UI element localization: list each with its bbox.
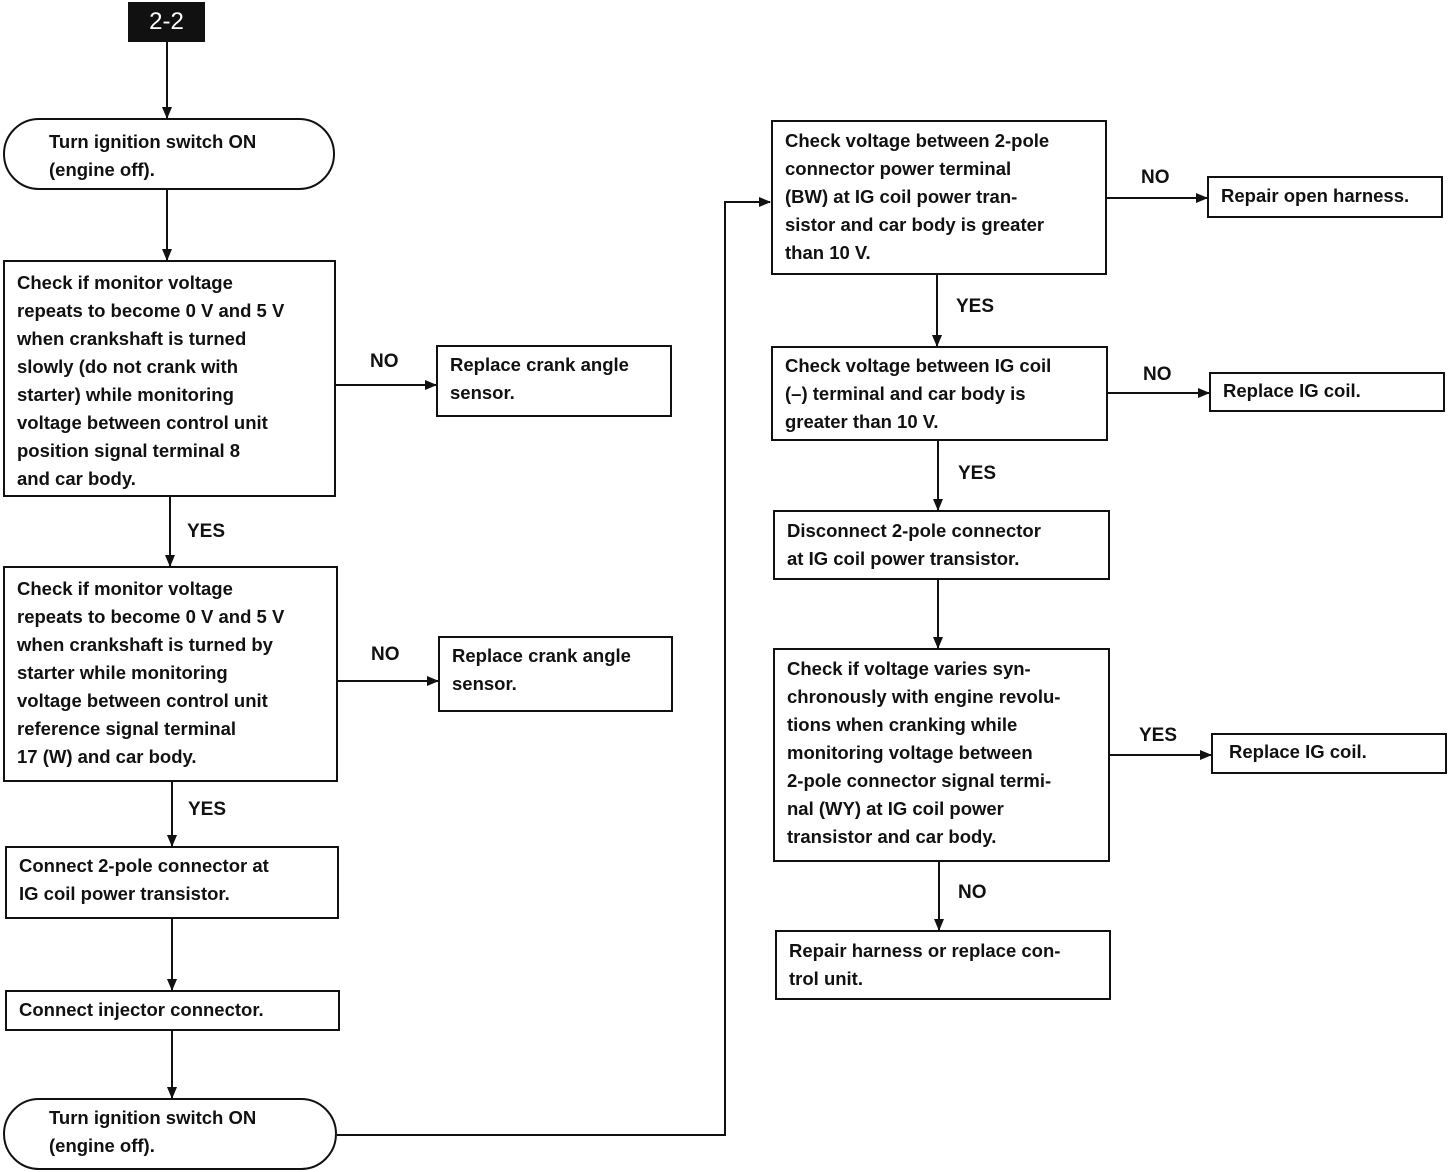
result-replace-ig-coil-1: Replace IG coil. — [1209, 372, 1445, 412]
step-check-monitor-voltage-slow: Check if monitor voltage repeats to beco… — [3, 260, 336, 497]
label-s3-yes: YES — [188, 799, 227, 820]
label-c4-no: NO — [958, 882, 987, 903]
label-s3-no: NO — [371, 644, 400, 665]
label-c4-yes: YES — [1139, 725, 1178, 746]
result-replace-ig-coil-2: Replace IG coil. — [1211, 733, 1447, 774]
label-s2-no: NO — [370, 351, 399, 372]
step-check-voltage-ig-coil-terminal: Check voltage between IG coil (–) termin… — [771, 346, 1108, 441]
step-turn-ignition-on-1: Turn ignition switch ON (engine off). — [3, 118, 335, 190]
step-turn-ignition-on-2: Turn ignition switch ON (engine off). — [3, 1098, 337, 1170]
result-replace-crank-angle-sensor-1: Replace crank angle sensor. — [436, 345, 672, 417]
step-connect-2-pole-connector: Connect 2-pole connector at IG coil powe… — [5, 846, 339, 919]
result-replace-crank-angle-sensor-2: Replace crank angle sensor. — [438, 636, 673, 712]
arrow-s6-to-c1 — [337, 197, 771, 1136]
result-repair-open-harness: Repair open harness. — [1207, 176, 1443, 218]
start-tag: 2-2 — [128, 2, 205, 42]
label-c1-no: NO — [1141, 167, 1170, 188]
label-c2-no: NO — [1143, 364, 1172, 385]
label-c2-yes: YES — [958, 463, 997, 484]
step-disconnect-2-pole-connector: Disconnect 2-pole connector at IG coil p… — [773, 510, 1110, 580]
step-check-voltage-power-terminal: Check voltage between 2-pole connector p… — [771, 120, 1107, 275]
step-check-voltage-varies: Check if voltage varies syn- chronously … — [773, 648, 1110, 862]
label-s2-yes: YES — [187, 521, 226, 542]
step-connect-injector-connector: Connect injector connector. — [5, 990, 340, 1031]
step-check-monitor-voltage-starter: Check if monitor voltage repeats to beco… — [3, 566, 338, 782]
label-c1-yes: YES — [956, 296, 995, 317]
result-repair-harness-or-replace-control-unit: Repair harness or replace con- trol unit… — [775, 930, 1111, 1000]
